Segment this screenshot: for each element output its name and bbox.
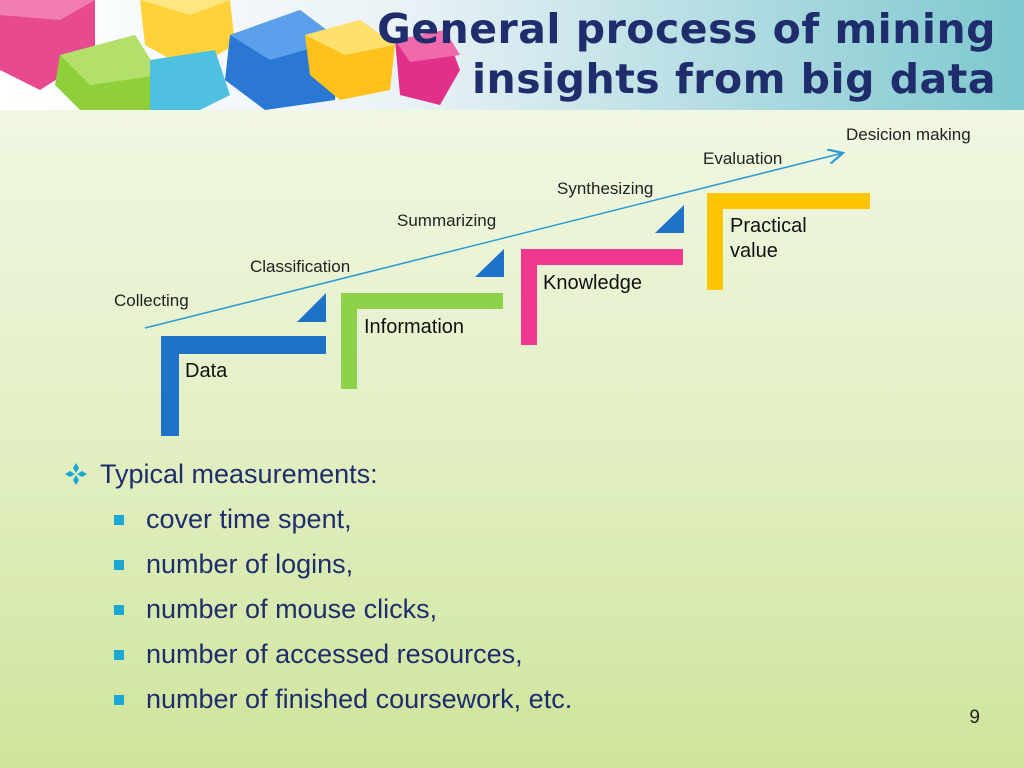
square-bullet-icon	[114, 694, 124, 705]
data-step-vertical	[161, 336, 179, 436]
data-step-horizontal	[161, 336, 326, 354]
title-line-1: General process of mining	[377, 5, 996, 53]
practical-value-step-vertical	[707, 193, 723, 290]
list-item-text: number of logins,	[146, 549, 354, 579]
label-collecting: Collecting	[114, 291, 189, 310]
step-marker-1	[297, 293, 326, 322]
list-item: number of mouse clicks,	[114, 587, 924, 632]
knowledge-step-horizontal	[521, 249, 683, 265]
practical-value-line-2: value	[730, 240, 778, 262]
step-label-information: Information	[364, 316, 465, 338]
list-item: number of logins,	[114, 542, 924, 587]
step-label-practical-value: Practical value	[730, 214, 807, 264]
decorative-cubes-image	[0, 0, 460, 110]
pink-cube-top	[0, 0, 95, 20]
label-synthesizing: Synthesizing	[557, 179, 654, 198]
magenta-cube-top	[395, 30, 460, 62]
list-item: cover time spent,	[114, 497, 924, 542]
title-line-2: insights from big data	[471, 55, 996, 103]
page-number: 9	[969, 707, 980, 728]
bullet-heading-text: Typical measurements:	[100, 458, 378, 489]
label-evaluation: Evaluation	[703, 149, 783, 168]
bullet-heading: Typical measurements:	[64, 455, 924, 493]
square-bullet-icon	[114, 514, 124, 525]
information-step-horizontal	[341, 293, 503, 309]
practical-value-line-1: Practical	[730, 215, 807, 237]
bullet-list: Typical measurements: cover time spent, …	[64, 455, 924, 722]
square-bullet-icon	[114, 604, 124, 615]
step-marker-2	[475, 249, 504, 277]
list-item: number of accessed resources,	[114, 632, 924, 677]
process-diagram: Collecting Classification Summarizing Sy…	[0, 110, 1024, 450]
step-label-knowledge: Knowledge	[543, 272, 642, 294]
process-arrow	[144, 153, 843, 329]
label-summarizing: Summarizing	[397, 211, 497, 230]
cyan-cube-shape	[150, 50, 230, 110]
list-item-text: number of finished coursework, etc.	[146, 684, 573, 714]
label-classification: Classification	[250, 257, 351, 276]
sub-bullet-list: cover time spent, number of logins, numb…	[64, 497, 924, 722]
yellow-cube2-top	[305, 20, 395, 55]
staircase-graphic	[144, 110, 870, 436]
square-bullet-icon	[114, 649, 124, 660]
information-step-vertical	[341, 293, 357, 389]
green-cube-top	[60, 35, 160, 85]
yellow-cube-top	[140, 0, 230, 15]
knowledge-step-vertical	[521, 249, 537, 345]
page-title: General process of mining insights from …	[376, 4, 996, 104]
list-item: number of finished coursework, etc.	[114, 677, 924, 722]
label-decision-making: Desicion making	[846, 125, 971, 144]
step-label-data: Data	[185, 360, 228, 382]
list-item-text: number of mouse clicks,	[146, 594, 438, 624]
square-bullet-icon	[114, 559, 124, 570]
practical-value-step-horizontal	[707, 193, 870, 209]
step-marker-3	[655, 205, 684, 233]
diamond-bullet-icon	[65, 463, 87, 485]
list-item-text: number of accessed resources,	[146, 639, 523, 669]
list-item-text: cover time spent,	[146, 504, 352, 534]
slide-header: General process of mining insights from …	[0, 0, 1024, 110]
